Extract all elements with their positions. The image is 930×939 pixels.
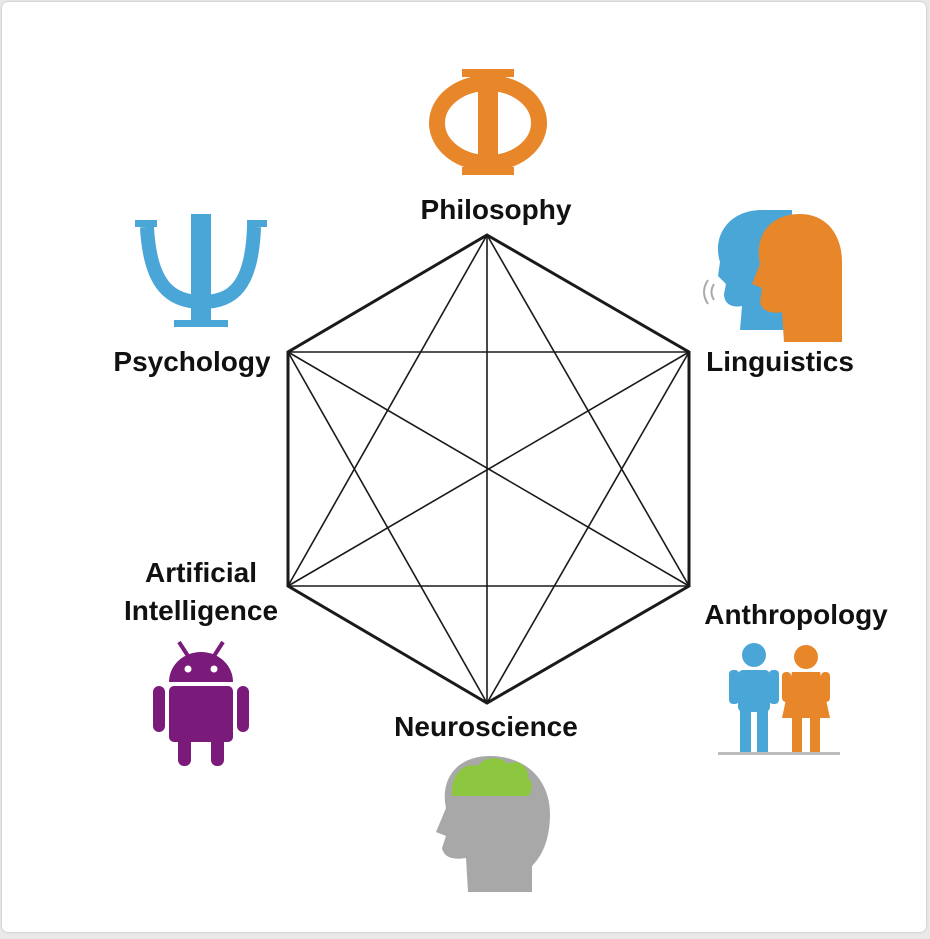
node-anthropology: Anthropology (704, 599, 888, 755)
node-philosophy: Philosophy (421, 69, 572, 225)
man-woman-icon (718, 643, 840, 755)
node-label-neuroscience: Neuroscience (394, 711, 578, 742)
node-label-ai-line1: Artificial (145, 557, 257, 588)
woman-figure (782, 645, 830, 752)
node-neuroscience: Neuroscience (394, 711, 578, 892)
phi-symbol-icon (429, 69, 547, 175)
hexagon-diagonals (287, 234, 690, 704)
node-artificial-intelligence: Artificial Intelligence (124, 557, 278, 766)
speaking-heads-icon (703, 210, 842, 342)
psi-symbol-icon (135, 214, 267, 327)
node-linguistics: Linguistics (703, 210, 854, 377)
node-label-linguistics: Linguistics (706, 346, 854, 377)
orange-head (752, 214, 842, 342)
man-figure (729, 643, 779, 752)
head-brain-icon (436, 756, 550, 892)
node-label-ai-line2: Intelligence (124, 595, 278, 626)
node-label-philosophy: Philosophy (421, 194, 572, 225)
node-label-anthropology: Anthropology (704, 599, 888, 630)
node-label-psychology: Psychology (113, 346, 271, 377)
node-psychology: Psychology (113, 214, 271, 377)
hexagon-edges (286, 233, 691, 705)
android-robot-icon (153, 640, 249, 766)
brain (452, 758, 532, 796)
